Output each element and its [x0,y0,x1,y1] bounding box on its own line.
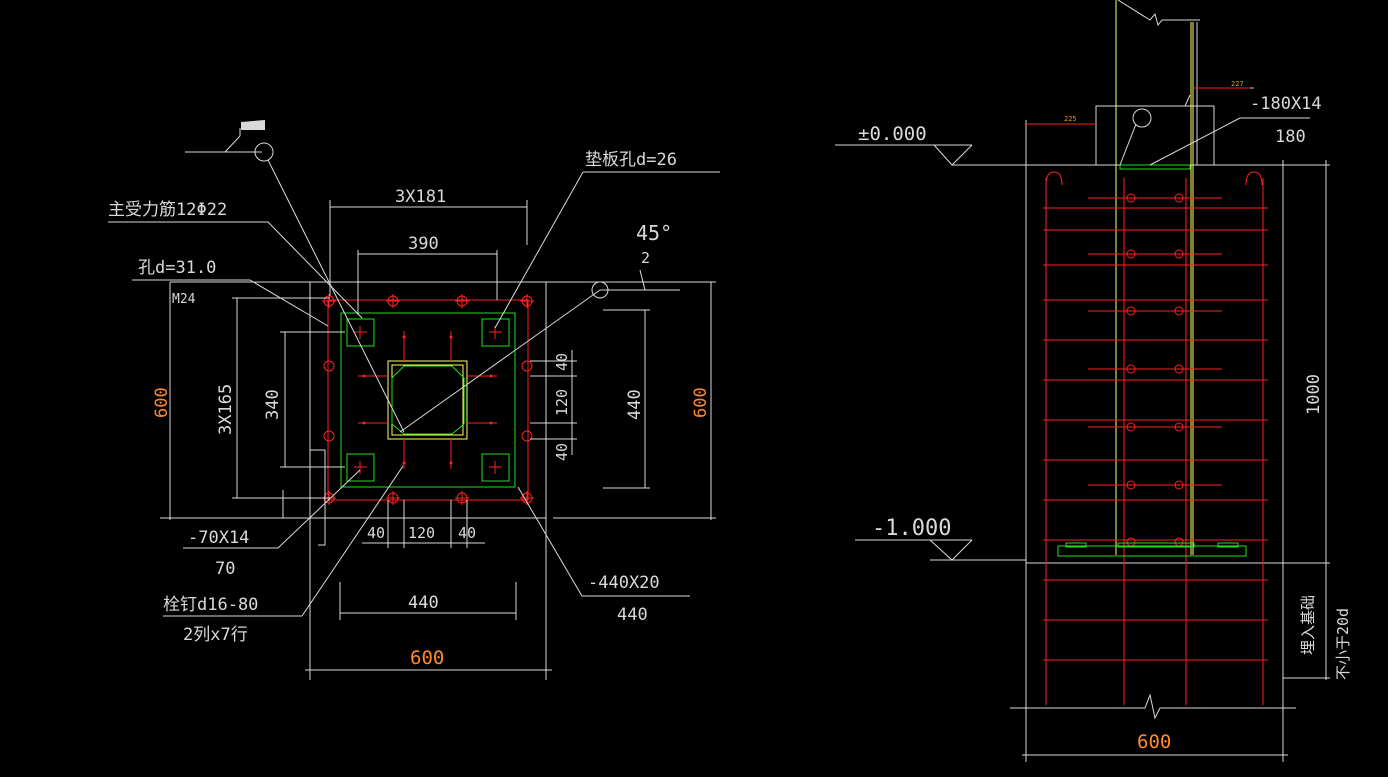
section-stud-heads [1126,193,1184,547]
dim-40a: 40 [553,353,571,371]
dim-3x165: 3X165 [216,384,236,435]
plan-left-dims [160,281,345,520]
label-embed-length: 不小于20d [1334,608,1352,680]
section-stirrups [1043,207,1268,661]
label-main-rebar: 主受力筋12Φ22 [108,200,227,220]
section-bottom [1010,693,1296,762]
plan-anchor-crosses [354,326,502,474]
section-stud-rows [1088,197,1222,486]
dim-section-bottom-600: 600 [1137,731,1171,753]
dim-225: 225 [1064,115,1077,123]
dim-40d: 40 [458,524,476,542]
plan-column-octagon [391,365,465,435]
dim-120-h: 120 [408,524,435,542]
dim-3x181: 3X181 [395,187,446,207]
label-embed: 埋入基础 [1299,595,1317,655]
label-bolt: M24 [172,292,196,307]
elevation-top: ±0.000 [858,123,927,145]
section-view: ±0.000 -1.000 225 227 -180X14 180 1000 [835,0,1352,762]
plan-main-rebars [323,295,533,504]
dim-120-v: 120 [553,389,571,416]
dim-390: 390 [408,234,439,254]
plan-top-dims [329,200,528,315]
plan-stud-dots [362,335,493,465]
label-top-plate-width: 180 [1275,127,1306,147]
plan-bottom-dims [305,500,552,680]
dim-440-h: 440 [408,593,439,613]
section-vertical-rebars [1045,171,1264,705]
plan-anchor-hole-br [481,453,510,482]
plan-rebar-cross [322,294,534,505]
label-pad-hole: 垫板孔d=26 [585,150,677,170]
label-hole: 孔d=31.0 [138,258,216,278]
plan-outline-600 [309,281,547,519]
elevation-flag-icon [241,120,265,130]
section-right-dims [1283,160,1330,680]
label-stiffener: -70X14 [188,528,249,548]
dim-1000: 1000 [1304,374,1324,415]
dim-left-600: 600 [152,387,172,418]
plan-studs [358,331,497,469]
section-top-dim-red [1026,87,1250,125]
label-plate-width: 440 [617,605,648,625]
label-stiffener-width: 70 [215,559,235,579]
plan-steel-column-inner [391,364,464,436]
dim-440-v: 440 [625,389,645,420]
dim-227: 227 [1231,80,1244,88]
section-column-yellow [1115,0,1194,555]
plan-anchor-hole-tr [481,318,510,347]
plan-stiffener-marks [282,449,326,546]
plan-view: 3X181 390 600 3X165 340 [108,120,720,680]
plan-right-dims [530,281,716,520]
section-base-plate [1057,542,1247,557]
angle-weld: 2 [641,249,650,267]
plan-leaders [108,128,720,617]
label-top-plate: -180X14 [1250,94,1322,114]
dim-right-600: 600 [691,387,711,418]
label-plate: -440X20 [588,573,660,593]
label-stud-layout: 2列x7行 [183,625,248,645]
plan-anchor-hole-bl [346,453,375,482]
dim-40b: 40 [553,443,571,461]
dim-40c: 40 [367,524,385,542]
dim-bottom-600: 600 [410,647,444,669]
dim-340: 340 [263,389,283,420]
label-stud: 栓钉d16-80 [163,595,258,615]
plan-base-plate [340,312,516,488]
angle-45: 45° [636,221,672,245]
section-elevations [835,144,1096,561]
plan-rebar-cage [327,299,529,501]
section-top-plate-green [1119,164,1191,170]
section-column-top [1095,0,1215,166]
plan-steel-column [387,360,468,440]
elevation-bottom: -1.000 [872,516,951,541]
